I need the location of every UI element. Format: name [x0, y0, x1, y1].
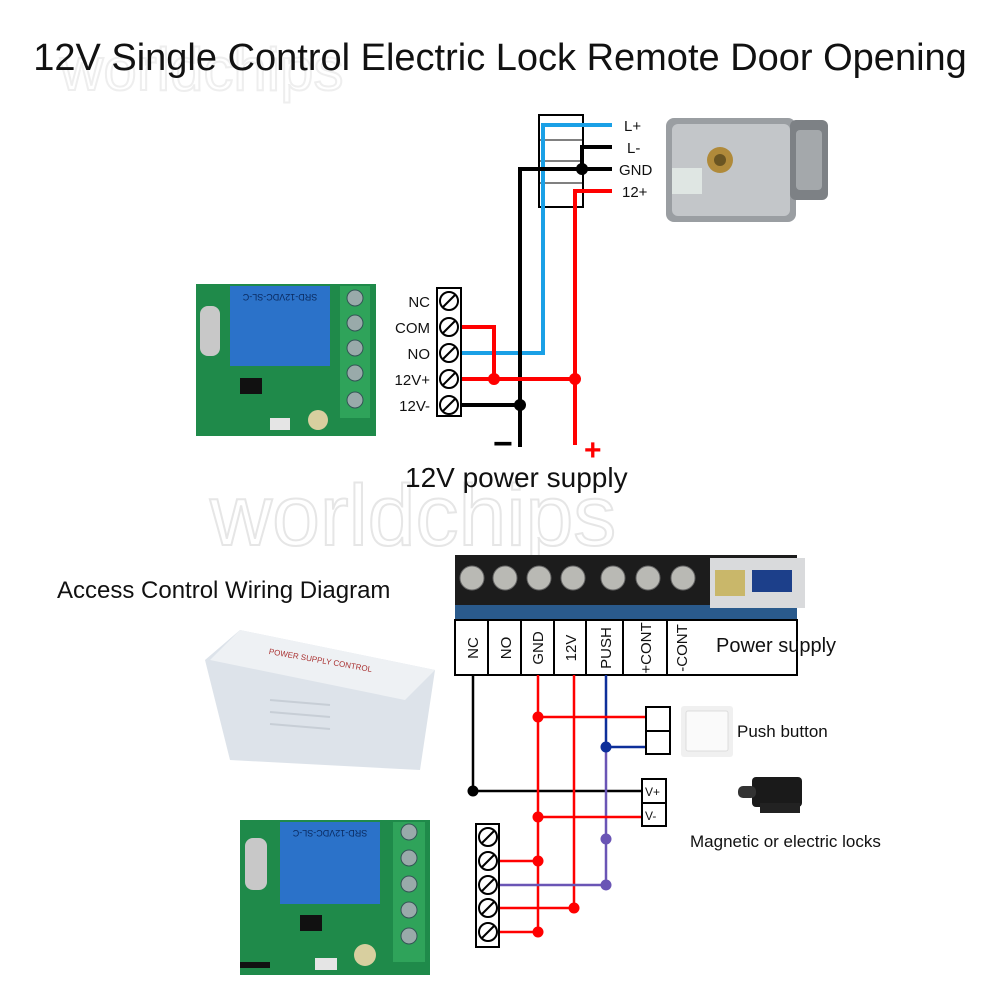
relay-terminal-label: NC	[408, 294, 430, 311]
electric-lock-image	[666, 118, 828, 222]
junction-dot	[532, 926, 544, 938]
lock-terminal-label: V+	[645, 785, 660, 799]
junction-dot	[600, 833, 612, 845]
black-wire-gnd	[518, 167, 612, 447]
psu-terminal-label: NO	[498, 637, 515, 660]
power-supply-label: Power supply	[716, 635, 836, 657]
watermark: worldchips	[209, 468, 616, 564]
watermark-top: worldchips	[59, 36, 343, 103]
junction-dot	[569, 373, 581, 385]
psu-terminal-photo	[455, 555, 797, 620]
relay-chip-text: SRD-12VDC-SL-C	[292, 828, 367, 838]
psu-terminal-label: +CONT	[638, 622, 655, 673]
relay-terminal-block	[436, 287, 462, 417]
relay-terminal-label: 12V-	[399, 398, 430, 415]
power-supply-caption: 12V power supply	[405, 462, 628, 493]
push-button-label: Push button	[737, 722, 828, 741]
relay-board-image: SRD-12VDC-SL-C	[196, 284, 376, 436]
junction-dot	[568, 902, 580, 914]
section-heading: Access Control Wiring Diagram	[57, 577, 390, 604]
lock-terminal-label: GND	[619, 162, 653, 179]
lock-terminal-label: 12+	[622, 184, 648, 201]
black-wire-lminus	[580, 145, 612, 169]
push-button-connector	[645, 706, 671, 755]
lock-connector-bottom	[641, 778, 667, 827]
minus-sign: −	[493, 425, 513, 463]
relay-chip-text: SRD-12VDC-SL-C	[242, 292, 317, 302]
junction-dot	[600, 879, 612, 891]
relay-board-image-bottom: SRD-12VDC-SL-C	[240, 820, 430, 975]
black-wire-nc	[471, 675, 642, 793]
psu-terminal-label: PUSH	[598, 627, 615, 669]
relay-terminal-label: COM	[395, 320, 430, 337]
junction-dot	[467, 785, 479, 797]
junction-dot	[488, 373, 500, 385]
relay-terminal-label: 12V+	[395, 372, 431, 389]
blue-wire-lplus-no	[462, 123, 612, 355]
red-wire-com	[462, 325, 496, 379]
psu-terminal-label: NC	[465, 637, 482, 659]
junction-dot	[532, 855, 544, 867]
controller-box-image: POWER SUPPLY CONTROL	[205, 630, 435, 770]
lock-terminal-label: V-	[645, 809, 656, 823]
relay-terminal-label: NO	[408, 346, 431, 363]
lock-terminal-label: L+	[624, 118, 641, 135]
plus-sign: +	[584, 434, 602, 467]
junction-dot	[600, 741, 612, 753]
bottom-wires	[471, 675, 646, 934]
junction-dot	[532, 811, 544, 823]
junction-dot	[532, 711, 544, 723]
psu-terminal-label: -CONT	[674, 624, 691, 672]
relay-terminal-block-bottom	[475, 823, 500, 948]
page-title: 12V Single Control Electric Lock Remote …	[33, 37, 967, 79]
lock-terminal-label: L-	[627, 140, 640, 157]
psu-terminal-label: 12V	[563, 635, 580, 662]
red-wire-12plus	[573, 189, 612, 445]
navy-wire-push	[604, 675, 646, 749]
push-button-image	[681, 706, 733, 757]
psu-terminal-label: GND	[530, 631, 547, 665]
junction-dot	[576, 163, 588, 175]
top-wires	[462, 123, 612, 447]
magnetic-lock-image	[738, 777, 802, 813]
psu-label-table	[454, 619, 798, 676]
junction-dot	[514, 399, 526, 411]
psu-small-photo	[710, 558, 805, 608]
magnetic-lock-label: Magnetic or electric locks	[690, 832, 881, 851]
